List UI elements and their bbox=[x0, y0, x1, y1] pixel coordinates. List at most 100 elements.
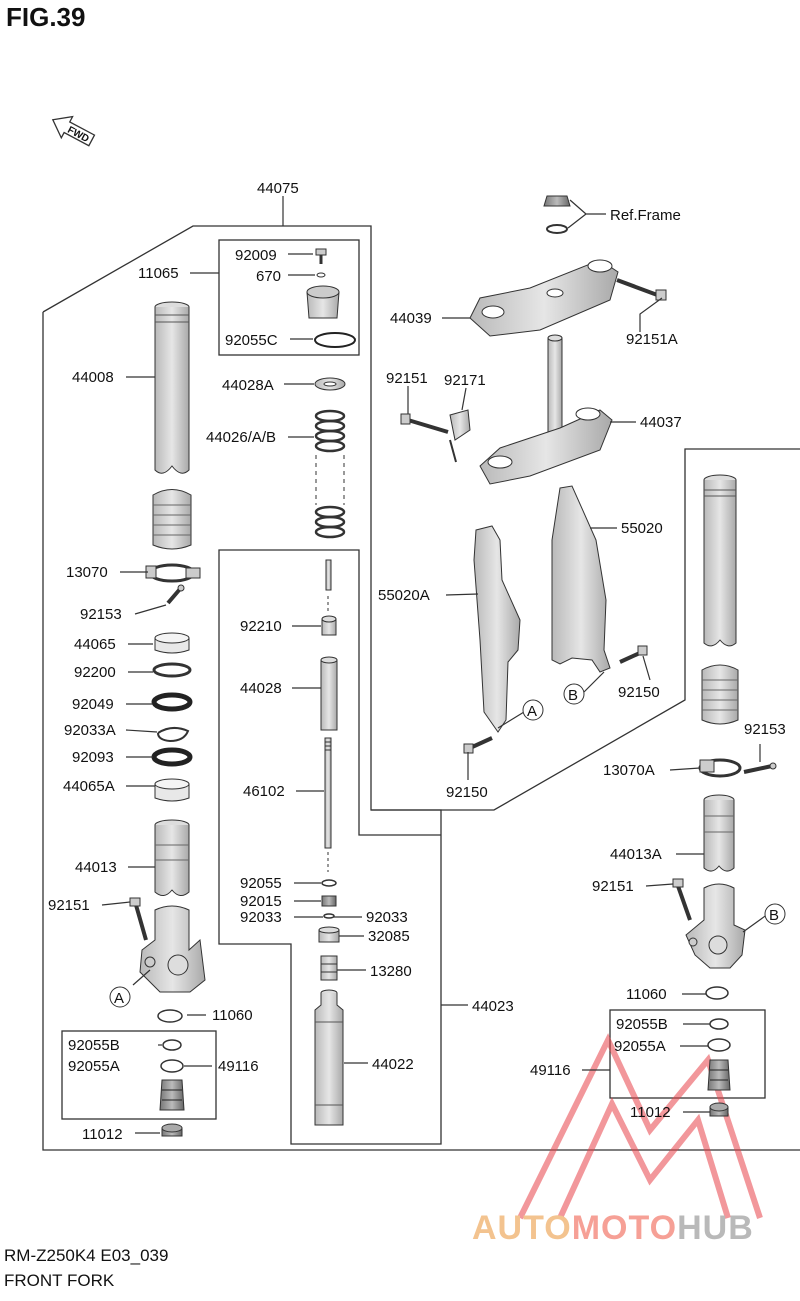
part-steering-nut bbox=[543, 195, 571, 234]
label-49116-right: 49116 bbox=[530, 1062, 571, 1079]
section-name: FRONT FORK bbox=[4, 1271, 115, 1290]
part-92153-screw-right bbox=[743, 762, 777, 774]
part-92055B-ring-right bbox=[709, 1018, 729, 1030]
label-92151A: 92151A bbox=[626, 331, 678, 348]
part-92151-bolt-left bbox=[129, 897, 148, 941]
watermark-part3: HUB bbox=[677, 1209, 754, 1247]
part-44037-stem-clamp bbox=[479, 334, 613, 485]
label-44065A: 44065A bbox=[63, 778, 115, 795]
label-92153: 92153 bbox=[80, 606, 122, 623]
label-44065: 44065 bbox=[74, 636, 116, 653]
label-92055B-right: 92055B bbox=[616, 1016, 668, 1033]
kit-box-49116-left bbox=[61, 1030, 217, 1120]
part-92055-ring bbox=[321, 879, 337, 887]
figure-title: FIG.39 bbox=[6, 2, 86, 32]
kit-box-49116-right bbox=[609, 1009, 766, 1099]
label-44026: 44026/A/B bbox=[206, 429, 276, 446]
fwd-label: FWD bbox=[65, 125, 90, 145]
part-push-rod bbox=[325, 559, 332, 612]
part-44065-bushing bbox=[154, 632, 190, 654]
part-92055A-ring-left bbox=[160, 1059, 184, 1073]
label-32085: 32085 bbox=[368, 928, 410, 945]
label-92055A-left: 92055A bbox=[68, 1058, 120, 1075]
label-11060-right: 11060 bbox=[626, 986, 667, 1003]
label-92049: 92049 bbox=[72, 696, 114, 713]
part-base-valve-right bbox=[707, 1059, 731, 1091]
label-44037: 44037 bbox=[640, 414, 682, 431]
circle-b-label-guard: B bbox=[568, 687, 578, 704]
label-44023: 44023 bbox=[472, 998, 514, 1015]
part-44039-upper-clamp bbox=[469, 259, 619, 337]
part-44028A-spring-seat bbox=[314, 377, 346, 391]
part-11012-cap-right bbox=[709, 1102, 729, 1117]
circle-b-label-right: B bbox=[769, 907, 779, 924]
part-92055C-o-ring bbox=[314, 332, 356, 348]
label-92055A-right: 92055A bbox=[614, 1038, 666, 1055]
part-670-o-ring bbox=[316, 272, 326, 278]
part-92033-ring bbox=[323, 913, 335, 919]
label-44008: 44008 bbox=[72, 369, 114, 386]
part-fork-boot-right bbox=[701, 664, 739, 725]
label-92093: 92093 bbox=[72, 749, 114, 766]
leader-lines bbox=[101, 196, 769, 1134]
label-11060-left: 11060 bbox=[212, 1007, 253, 1024]
part-92210-nut bbox=[321, 615, 337, 636]
part-32085-piston bbox=[318, 926, 340, 943]
part-axle-holder-right bbox=[685, 883, 746, 969]
fwd-arrow-icon: FWD bbox=[51, 115, 96, 147]
part-92200-washer bbox=[152, 662, 192, 678]
label-92033A: 92033A bbox=[64, 722, 116, 739]
label-44028: 44028 bbox=[240, 680, 282, 697]
part-92015-nut bbox=[321, 895, 337, 907]
part-46102-rod bbox=[324, 737, 332, 872]
callout-circle-b-guard: B bbox=[563, 683, 585, 705]
part-92150-bolt-right bbox=[619, 645, 648, 664]
watermark-text: AUTOMOTOHUB bbox=[472, 1209, 754, 1248]
part-92151-bolt-right bbox=[672, 878, 692, 921]
label-44075: 44075 bbox=[257, 180, 299, 197]
part-13280-valve bbox=[320, 955, 338, 981]
part-92151A-bolt bbox=[616, 278, 667, 301]
label-13280: 13280 bbox=[370, 963, 412, 980]
label-11065: 11065 bbox=[138, 265, 179, 282]
part-92055B-ring-left bbox=[162, 1039, 182, 1051]
label-55020A: 55020A bbox=[378, 587, 430, 604]
label-46102: 46102 bbox=[243, 783, 285, 800]
part-92049-oil-seal bbox=[151, 692, 193, 712]
label-92151-left: 92151 bbox=[48, 897, 90, 914]
part-92150-bolt-left bbox=[463, 736, 493, 754]
label-44028A: 44028A bbox=[222, 377, 274, 394]
part-labels: 44075 11065 92009 670 92055C 44008 44028… bbox=[48, 180, 786, 1143]
label-49116-left: 49116 bbox=[218, 1058, 259, 1075]
part-fork-cap bbox=[306, 285, 340, 319]
part-fork-boot bbox=[152, 489, 192, 550]
label-92151-upper: 92151 bbox=[386, 370, 428, 387]
circle-a-label-guard: A bbox=[527, 703, 537, 720]
label-92210: 92210 bbox=[240, 618, 282, 635]
label-92055: 92055 bbox=[240, 875, 282, 892]
part-44022-cylinder bbox=[314, 989, 344, 1126]
part-92153-screw bbox=[166, 584, 185, 605]
part-92055A-ring-right bbox=[707, 1038, 731, 1052]
part-44028-collar bbox=[320, 656, 338, 731]
label-92150-left: 92150 bbox=[446, 784, 488, 801]
label-92055C: 92055C bbox=[225, 332, 278, 349]
label-44039: 44039 bbox=[390, 310, 432, 327]
part-outer-tube-right bbox=[703, 474, 737, 647]
part-axle-holder-left bbox=[139, 905, 206, 993]
label-92151-right: 92151 bbox=[592, 878, 634, 895]
label-92033-left: 92033 bbox=[240, 909, 282, 926]
label-11012-left: 11012 bbox=[82, 1126, 123, 1143]
part-92151-bolt-upper bbox=[400, 413, 449, 434]
part-92009-screw bbox=[315, 248, 327, 264]
part-11060-o-ring-left bbox=[157, 1009, 183, 1023]
part-base-valve-left bbox=[159, 1079, 185, 1111]
label-670: 670 bbox=[256, 268, 281, 285]
watermark-part1: AUTO bbox=[472, 1209, 572, 1247]
watermark-part2: MOTO bbox=[571, 1209, 678, 1247]
part-13070A-clamp bbox=[698, 758, 742, 778]
label-92055B-left: 92055B bbox=[68, 1037, 120, 1054]
part-11060-o-ring-right bbox=[705, 986, 729, 1000]
